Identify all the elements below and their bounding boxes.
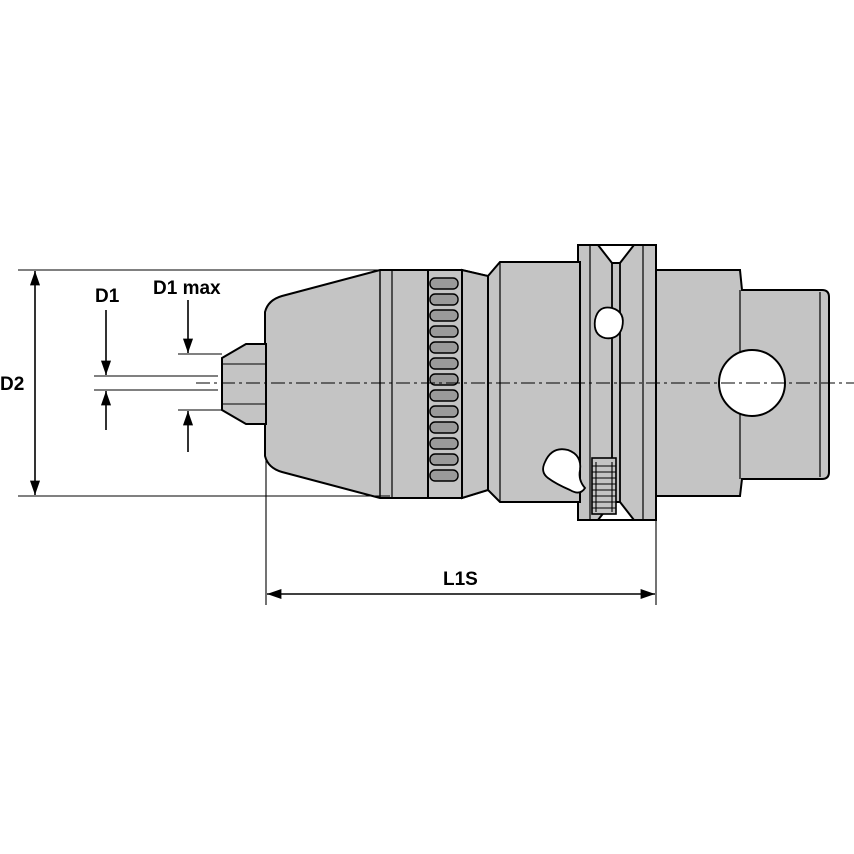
body-cutout [542,448,587,494]
front-sleeve [264,269,429,499]
dimension-d1-max: D1 max [153,278,222,452]
tool-body [221,244,830,521]
threaded-hole [591,457,617,515]
dimension-d2: D2 [0,269,390,497]
jaws [221,343,267,425]
dimension-l1s: L1S [265,460,657,605]
orientation-notch [593,306,624,340]
d1-label: D1 [95,286,120,307]
l1s-label: L1S [443,569,478,590]
dimension-d1: D1 [94,286,218,430]
d2-label: D2 [0,374,24,395]
knurled-sleeve [425,268,489,500]
d1-max-label: D1 max [153,278,221,299]
